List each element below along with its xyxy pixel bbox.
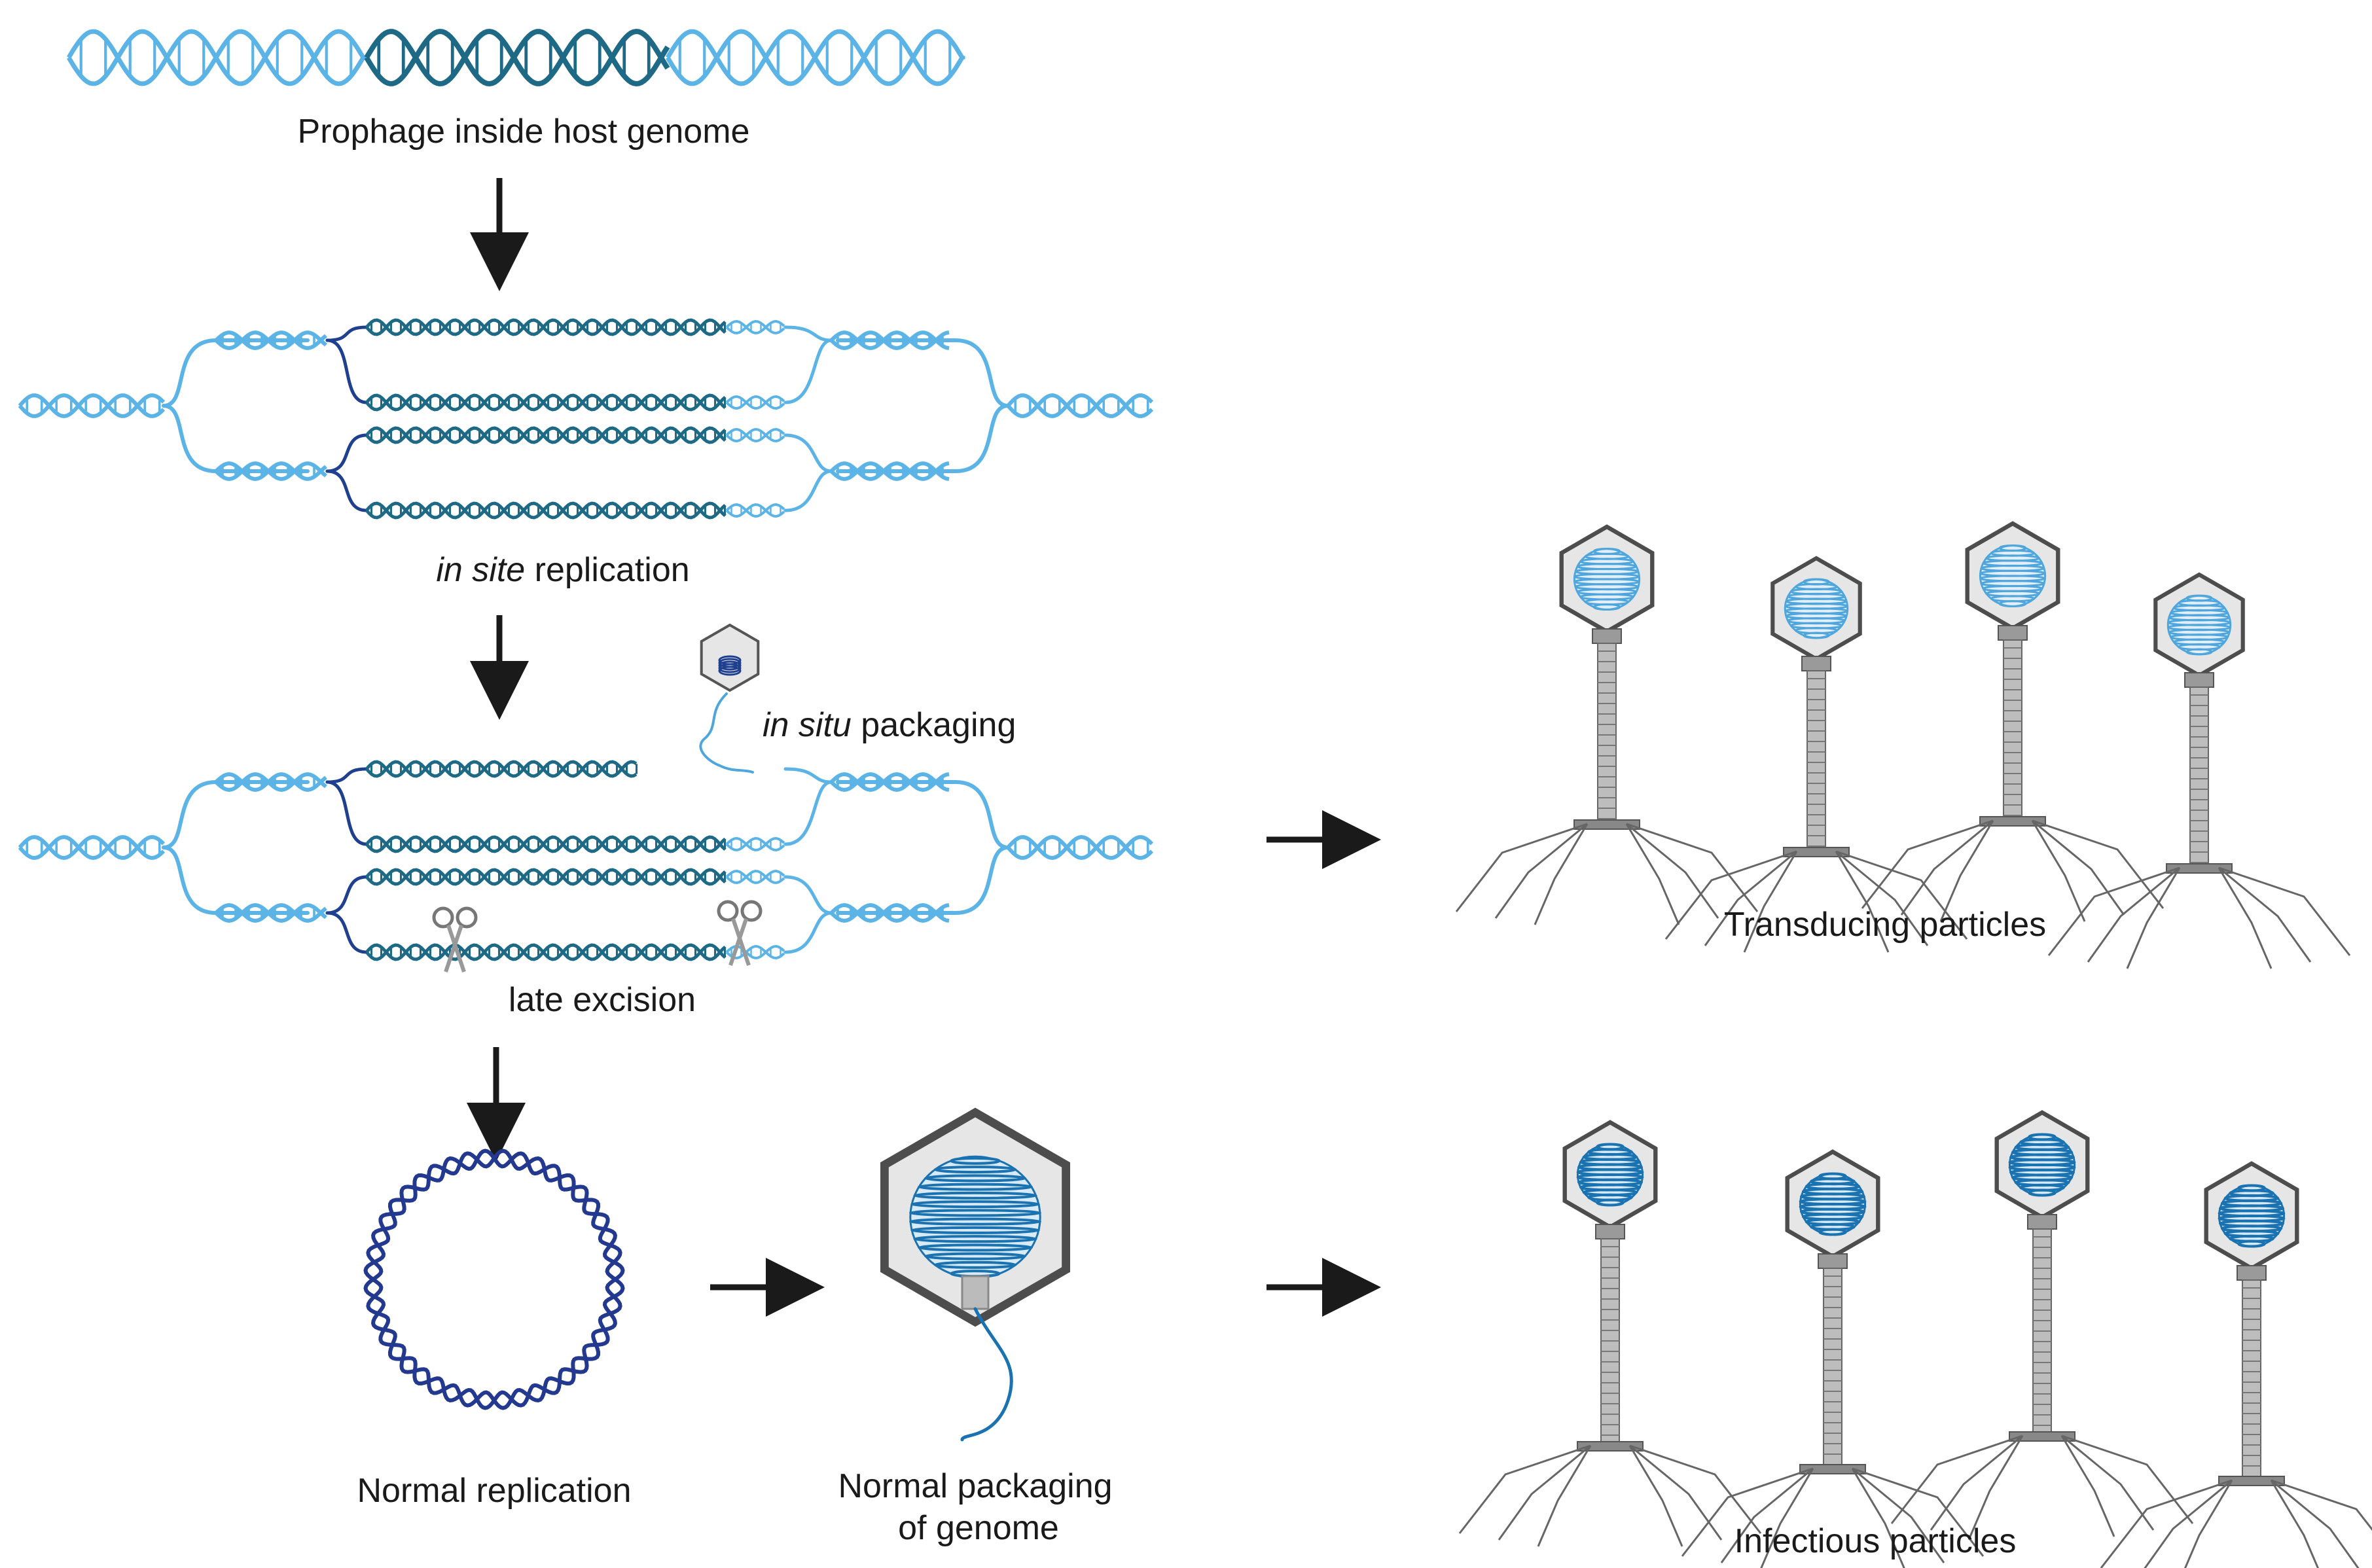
normal-packaging-capsid bbox=[880, 1107, 1070, 1442]
circular-phage-genome bbox=[363, 1149, 625, 1410]
scissors-icon bbox=[717, 900, 763, 966]
prophage-helix bbox=[66, 28, 965, 87]
scissors-icon bbox=[432, 906, 478, 972]
in-site-replication-label: in site replication bbox=[436, 551, 689, 589]
infectious-particles-label: Infectious particles bbox=[1734, 1522, 2017, 1560]
normal-replication-label: Normal replication bbox=[357, 1472, 631, 1510]
transducing-phage bbox=[1455, 524, 1759, 925]
normal-packaging-label-line1: Normal packaging bbox=[838, 1467, 1112, 1505]
prophage-label: Prophage inside host genome bbox=[298, 113, 750, 151]
infectious-phage bbox=[2100, 1161, 2372, 1568]
in-site-replication-structure bbox=[18, 318, 1154, 520]
infectious-particles-group bbox=[1458, 1110, 2372, 1568]
late-excision-structure bbox=[18, 760, 1154, 961]
infectious-phage bbox=[1890, 1110, 2194, 1537]
in-situ-small-capsid bbox=[699, 623, 760, 774]
transducing-phage bbox=[1664, 556, 1968, 953]
late-excision-label: late excision bbox=[509, 981, 696, 1019]
transducing-particles-group bbox=[1455, 521, 2351, 969]
in-situ-packaging-label: in situ packaging bbox=[763, 706, 1016, 744]
normal-packaging-label-line2: of genome bbox=[898, 1509, 1059, 1547]
infectious-phage bbox=[1458, 1120, 1762, 1547]
transducing-particles-label: Transducing particles bbox=[1724, 906, 2046, 944]
infectious-phage bbox=[1681, 1149, 1985, 1568]
transducing-phage bbox=[2047, 572, 2351, 969]
transducing-phage bbox=[1861, 521, 2165, 922]
